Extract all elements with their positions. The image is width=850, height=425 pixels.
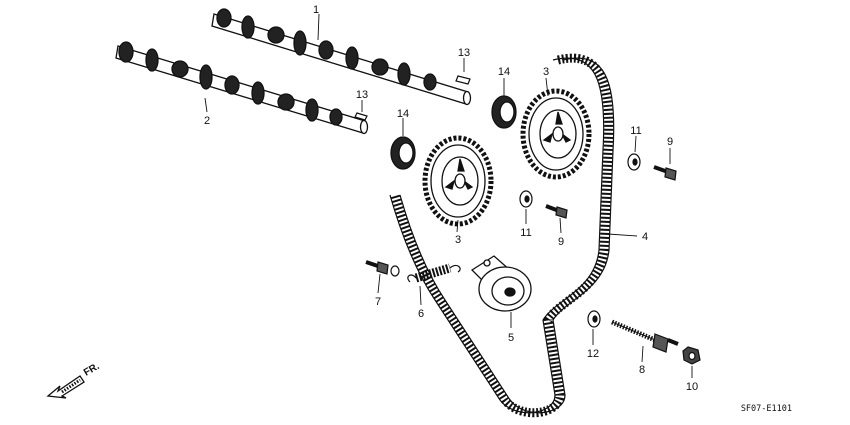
- callout-13-lower: 13: [356, 89, 368, 101]
- tensioner-spring: [407, 263, 461, 283]
- camshaft-pulley-upper: [520, 88, 592, 180]
- callout-2: 2: [204, 115, 210, 127]
- woodruff-key-lower: [354, 112, 368, 121]
- timing-belt-tensioner: [470, 255, 532, 312]
- callout-12: 12: [587, 348, 599, 360]
- callout-14-lower: 14: [397, 108, 409, 120]
- callout-3-lower: 3: [455, 234, 461, 246]
- callout-9-upper: 9: [667, 136, 673, 148]
- diagram-code: SF07-E1101: [741, 404, 792, 414]
- oil-seal-lower: [390, 136, 416, 170]
- callout-1: 1: [313, 4, 319, 16]
- pulley-bolt-lower: [545, 204, 568, 219]
- callout-6: 6: [418, 308, 424, 320]
- camshaft-pulley-lower: [422, 135, 494, 227]
- front-direction-arrow-icon: [46, 375, 85, 399]
- callout-11-upper: 11: [630, 125, 641, 137]
- callout-11-lower: 11: [520, 227, 531, 239]
- camshaft-upper: [211, 8, 472, 106]
- washer-tensioner: [587, 310, 601, 328]
- callout-8: 8: [639, 364, 645, 376]
- pulley-bolt-upper: [653, 165, 677, 181]
- callout-9-lower: 9: [558, 236, 564, 248]
- callout-3-upper: 3: [543, 66, 549, 78]
- callout-7: 7: [375, 296, 381, 308]
- callout-13-upper: 13: [458, 47, 470, 59]
- camshaft-lower: [115, 41, 369, 135]
- hex-nut: [682, 346, 701, 365]
- adjusting-bolt: [365, 260, 400, 277]
- callout-5: 5: [508, 332, 514, 344]
- tensioner-bolt: [611, 319, 679, 353]
- callout-10: 10: [686, 381, 698, 393]
- washer-upper: [627, 153, 641, 171]
- front-direction-label: FR.: [82, 361, 102, 379]
- callout-14-upper: 14: [498, 66, 510, 78]
- washer-lower: [519, 190, 533, 208]
- woodruff-key-upper: [455, 75, 471, 85]
- leader-lines: [204, 13, 693, 378]
- callout-4: 4: [642, 231, 648, 243]
- oil-seal-upper: [491, 95, 517, 129]
